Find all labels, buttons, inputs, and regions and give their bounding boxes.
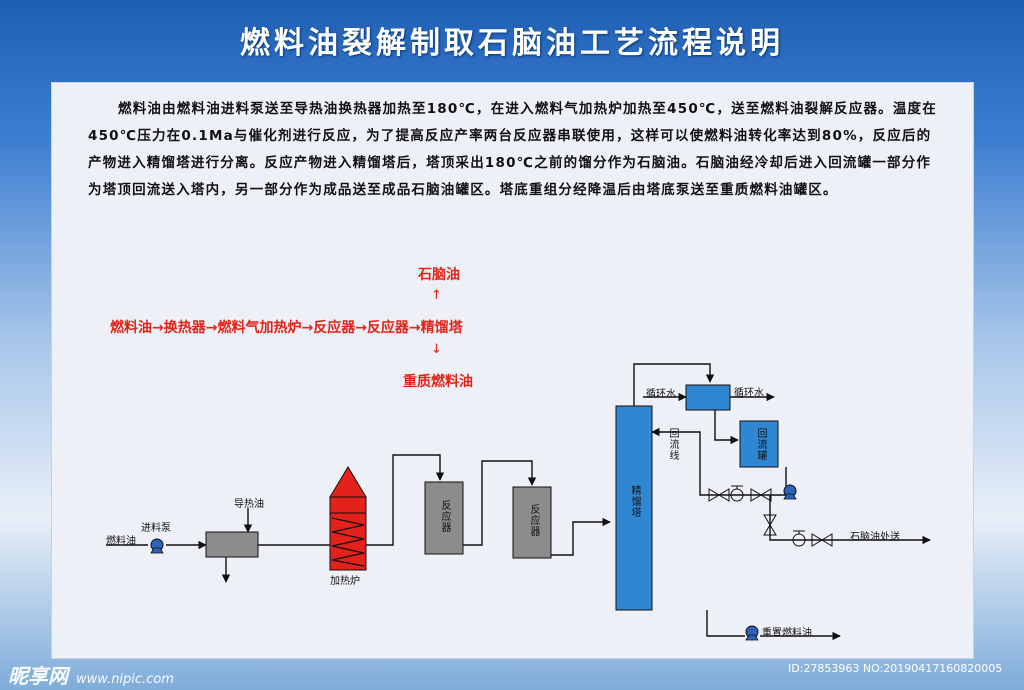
reactor-1 [424, 481, 464, 555]
reflux-pump-icon [783, 484, 797, 500]
cooling-water-in-label: 循环水 [646, 389, 676, 400]
reactor-2-label: 反应器 [528, 504, 539, 537]
watermark-logo: 昵享网 www.nipic.com [8, 660, 174, 689]
reactor-2 [512, 486, 552, 559]
heating-furnace [329, 466, 367, 571]
furnace-to-reactor1-line [366, 454, 445, 546]
feed-pump-icon [150, 538, 164, 554]
heat-exchanger [205, 531, 259, 558]
condenser [685, 384, 731, 411]
product-valve-icon [763, 514, 833, 547]
feed-oil-label: 燃料油 [106, 536, 136, 547]
reactor-1-label: 反应器 [439, 500, 450, 533]
watermark-id: ID:27853963 NO:20190417160820005 [788, 662, 1003, 675]
bottoms-pump-icon [745, 625, 759, 641]
process-description: 燃料油由燃料油进料泵送至导热油换热器加热至180℃，在进入燃料气加热炉加热至45… [88, 101, 937, 198]
thermal-oil-label: 导热油 [234, 499, 264, 510]
bottoms-line [706, 610, 745, 637]
column-label: 精馏塔 [629, 485, 640, 518]
summary-process-chain: 燃料油→换热器→燃料气加热炉→反应器→反应器→精馏塔 [110, 320, 463, 336]
overhead-vapor-line [633, 363, 715, 406]
content-panel [51, 82, 974, 659]
reflux-drum-label: 回流罐 [755, 428, 766, 461]
watermark-brand: 昵享网 [8, 664, 68, 688]
distillation-column [615, 405, 653, 611]
naphtha-out-label: 石脑油处送 [850, 532, 900, 543]
watermark-url: www.nipic.com [76, 672, 174, 687]
reactor2-to-column-line [551, 517, 611, 556]
reflux-line-label: 回流线 [667, 428, 678, 461]
reflux-drum [739, 420, 779, 468]
cooling-water-out-label: 循环水 [734, 388, 764, 399]
furnace-label: 加热炉 [330, 576, 360, 587]
feed-pump-label: 进料泵 [141, 523, 171, 534]
reactor1-to-reactor2-line [463, 460, 537, 546]
summary-bottom-product: 重质燃料油 [403, 374, 473, 390]
page-title: 燃料油裂解制取石脑油工艺流程说明 [240, 26, 784, 61]
reflux-valve-icon [708, 485, 772, 502]
summary-up-arrow: ↑ [431, 288, 442, 303]
condenser-to-drum-line [714, 410, 739, 445]
summary-down-arrow: ↓ [431, 342, 442, 357]
heavy-oil-out-label: 重置燃料油 [762, 628, 812, 639]
summary-top-product: 石脑油 [418, 267, 460, 283]
naphtha-product-line [769, 495, 931, 545]
